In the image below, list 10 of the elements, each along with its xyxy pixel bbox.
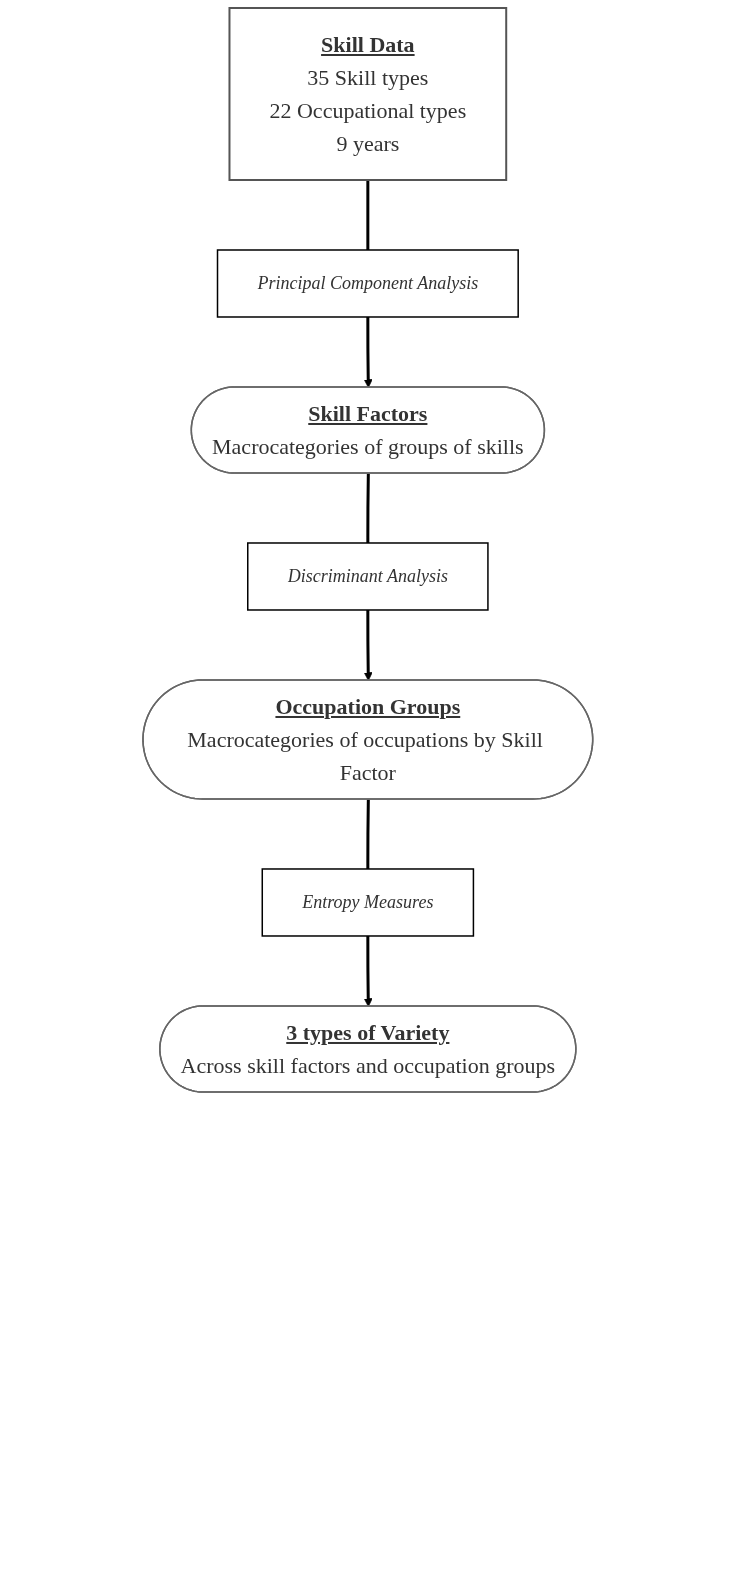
arrow — [364, 317, 373, 388]
node-box: Discriminant Analysis — [247, 542, 489, 611]
node-box: Entropy Measures — [261, 868, 475, 937]
node-box: Skill Data 35 Skill types 22 Occupational types 9 years — [228, 7, 508, 181]
connector — [366, 799, 370, 869]
connector — [366, 180, 370, 250]
node-box: Principal Component Analysis — [216, 249, 520, 318]
arrow — [364, 610, 373, 681]
connector — [366, 473, 370, 543]
arrow — [364, 936, 373, 1007]
